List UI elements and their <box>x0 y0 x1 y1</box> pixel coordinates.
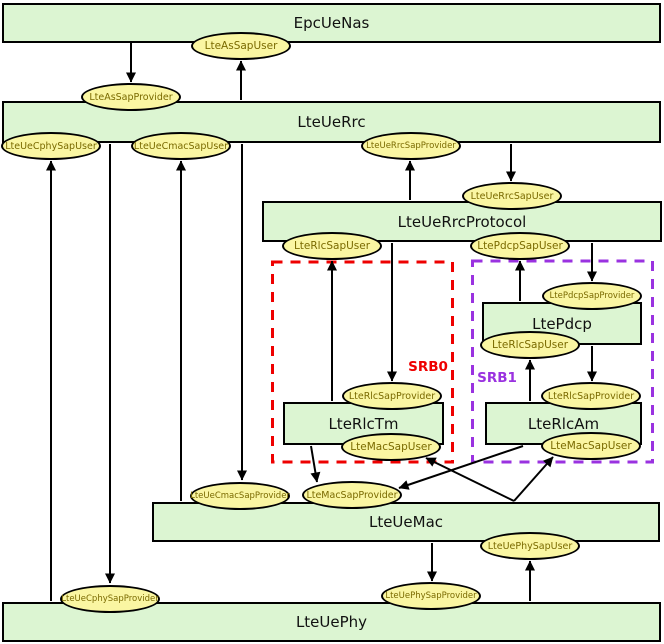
box-lte-rlc-tm-title: LteRlcTm <box>328 414 399 433</box>
sap-label: LteMacSapUser <box>350 441 432 453</box>
sap-label: LteRlcSapUser <box>491 339 569 351</box>
sap-label: LteAsSapProvider <box>89 91 173 103</box>
sap-lte-pdcp-sap-user: LtePdcpSapUser <box>470 232 570 260</box>
sap-lte-as-sap-provider: LteAsSapProvider <box>81 83 181 111</box>
box-lte-rlc-am-title: LteRlcAm <box>527 414 600 433</box>
sap-lte-mac-sap-user-srb1: LteMacSapUser <box>541 432 641 460</box>
box-epc-ue-nas: EpcUeNas <box>2 3 661 43</box>
sap-lte-ue-cmac-sap-provider: LteUeCmacSapProvider <box>190 482 290 510</box>
sap-label: LteRlcSapUser <box>293 240 371 252</box>
sap-lte-ue-cmac-sap-user: LteUeCmacSapUser <box>131 132 231 160</box>
sap-lte-rlc-sap-user-srb0: LteRlcSapUser <box>282 232 382 260</box>
sap-lte-rlc-sap-user-srb1: LteRlcSapUser <box>480 331 580 359</box>
arrow-lteuemac-to-ltemacsapuser-srb1 <box>513 456 554 502</box>
box-lte-ue-mac-title: LteUeMac <box>368 513 444 531</box>
sap-label: LteUePhySapUser <box>487 540 573 552</box>
sap-lte-ue-cphy-sap-user: LteUeCphySapUser <box>1 132 101 160</box>
sap-lte-as-sap-user: LteAsSapUser <box>191 32 291 60</box>
sap-lte-ue-cphy-sap-provider: LteUeCphySapProvider <box>60 585 160 613</box>
sap-lte-pdcp-sap-provider: LtePdcpSapProvider <box>542 282 642 310</box>
box-lte-ue-rrc-protocol-title: LteUeRrcProtocol <box>397 212 527 231</box>
sap-label: LtePdcpSapProvider <box>549 291 635 301</box>
sap-label: LteUeCmacSapUser <box>133 140 229 152</box>
box-lte-pdcp-title: LtePdcp <box>532 314 592 333</box>
box-lte-ue-rrc-title: LteUeRrc <box>297 113 366 131</box>
sap-label: LteUeRrcSapUser <box>470 190 554 202</box>
sap-lte-ue-rrc-sap-user: LteUeRrcSapUser <box>462 182 562 210</box>
sap-label: LteUeCphySapProvider <box>61 594 159 604</box>
sap-lte-ue-phy-sap-user: LteUePhySapUser <box>480 532 580 560</box>
srb0-boundary <box>271 260 454 464</box>
sap-lte-ue-phy-sap-provider: LteUePhySapProvider <box>381 582 481 610</box>
box-lte-ue-phy-title: LteUePhy <box>295 613 368 631</box>
sap-label: LteUeCphySapUser <box>5 140 97 152</box>
arrow-lterlcam-to-ltemacsapprovider <box>398 445 524 490</box>
srb1-boundary <box>471 259 654 464</box>
sap-label: LteUePhySapProvider <box>385 591 477 601</box>
sap-lte-ue-rrc-sap-provider: LteUeRrcSapProvider <box>361 132 461 160</box>
sap-label: LtePdcpSapUser <box>477 240 563 252</box>
sap-lte-mac-sap-user-srb0: LteMacSapUser <box>341 433 441 461</box>
sap-label: LteAsSapUser <box>204 40 278 52</box>
arrow-lteuemac-to-ltemacsapuser-srb0 <box>425 457 515 502</box>
srb1-label: SRB1 <box>477 370 517 386</box>
sap-label: LteRlcSapProvider <box>348 390 436 402</box>
sap-label: LteUeRrcSapProvider <box>366 141 456 151</box>
sap-label: LteMacSapUser <box>550 440 632 452</box>
box-epc-ue-nas-title: EpcUeNas <box>293 14 370 32</box>
sap-label: LteRlcSapProvider <box>547 390 635 402</box>
box-lte-ue-mac: LteUeMac <box>152 502 660 542</box>
sap-lte-rlc-sap-provider-srb0: LteRlcSapProvider <box>342 382 442 410</box>
srb0-label: SRB0 <box>408 359 448 375</box>
sap-lte-rlc-sap-provider-srb1: LteRlcSapProvider <box>541 382 641 410</box>
arrow-lterlctm-to-ltemacsapprovider <box>310 445 321 483</box>
sap-lte-mac-sap-provider: LteMacSapProvider <box>302 481 402 509</box>
sap-label: LteUeCmacSapProvider <box>190 491 290 501</box>
sap-label: LteMacSapProvider <box>306 489 398 501</box>
